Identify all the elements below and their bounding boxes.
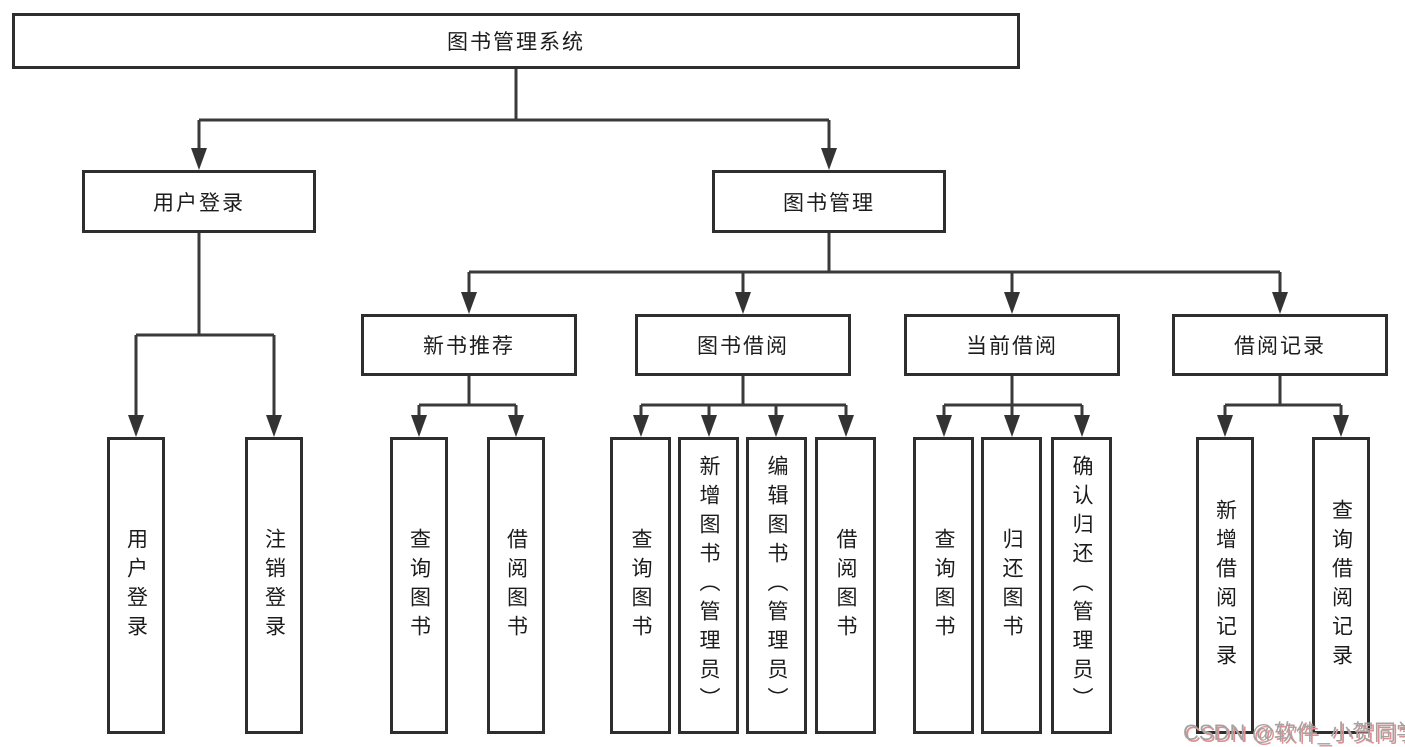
leaf-add-books-admin-label: 新增图书（管理员） [697, 455, 720, 716]
leaf-query-borrow-record: 查询借阅记录 [1312, 437, 1370, 734]
leaf-user-login: 用户登录 [107, 437, 165, 734]
arrow-down-icon [936, 415, 952, 437]
leaf-confirm-return-admin: 确认归还（管理员） [1051, 437, 1112, 734]
leaf-query-books-current-label: 查询图书 [932, 527, 955, 644]
arrow-down-icon [1074, 415, 1090, 437]
arrow-down-icon [633, 415, 649, 437]
arrow-down-icon [461, 292, 477, 314]
node-root-label: 图书管理系统 [447, 31, 585, 54]
arrow-down-icon [735, 292, 751, 314]
arrow-down-icon [701, 415, 717, 437]
leaf-query-books-borrowing-label: 查询图书 [629, 527, 652, 644]
arrow-down-icon [768, 415, 784, 437]
leaf-query-borrow-record-label: 查询借阅记录 [1329, 498, 1353, 673]
leaf-return-books-label: 归还图书 [1000, 527, 1023, 644]
node-borrowing-records-label: 借阅记录 [1234, 335, 1326, 358]
leaf-borrow-books-borrowing-label: 借阅图书 [834, 527, 857, 644]
node-new-book-recommendation-label: 新书推荐 [423, 335, 515, 358]
node-book-management-label: 图书管理 [783, 191, 875, 215]
arrow-down-icon [128, 415, 144, 437]
leaf-confirm-return-admin-label: 确认归还（管理员） [1070, 455, 1093, 716]
node-book-borrowing: 图书借阅 [635, 314, 851, 376]
leaf-user-login-label: 用户登录 [124, 527, 148, 644]
leaf-add-borrow-record: 新增借阅记录 [1196, 437, 1254, 734]
arrow-down-icon [838, 415, 854, 437]
arrow-down-icon [1004, 415, 1020, 437]
leaf-borrow-books-recommend: 借阅图书 [487, 437, 545, 734]
leaf-query-books-recommend: 查询图书 [390, 437, 448, 734]
node-new-book-recommendation: 新书推荐 [361, 314, 577, 376]
node-user-login: 用户登录 [82, 170, 316, 233]
arrow-down-icon [1333, 415, 1349, 437]
arrow-down-icon [266, 415, 282, 437]
node-root: 图书管理系统 [12, 13, 1020, 69]
arrow-down-icon [1272, 292, 1288, 314]
arrow-down-icon [1217, 415, 1233, 437]
arrowhead-icons [128, 148, 1349, 437]
node-borrowing-records: 借阅记录 [1172, 314, 1388, 376]
leaf-borrow-books-borrowing: 借阅图书 [815, 437, 876, 734]
leaf-logout-login-label: 注销登录 [262, 527, 286, 644]
leaf-edit-books-admin-label: 编辑图书（管理员） [765, 455, 788, 716]
node-user-login-label: 用户登录 [153, 191, 245, 215]
leaf-query-books-current: 查询图书 [913, 437, 974, 734]
arrow-down-icon [508, 415, 524, 437]
node-current-borrowing-label: 当前借阅 [966, 335, 1058, 358]
leaf-add-borrow-record-label: 新增借阅记录 [1213, 498, 1237, 673]
arrow-down-icon [821, 148, 837, 170]
node-current-borrowing: 当前借阅 [904, 314, 1120, 376]
node-book-management: 图书管理 [712, 170, 946, 233]
leaf-borrow-books-recommend-label: 借阅图书 [504, 527, 528, 644]
connector-path [134, 69, 1343, 419]
leaf-logout-login: 注销登录 [245, 437, 303, 734]
leaf-add-books-admin: 新增图书（管理员） [678, 437, 739, 734]
leaf-edit-books-admin: 编辑图书（管理员） [746, 437, 807, 734]
csdn-watermark: CSDN @软件_小贺同学 [1183, 720, 1405, 745]
node-book-borrowing-label: 图书借阅 [697, 335, 789, 358]
arrow-down-icon [411, 415, 427, 437]
leaf-query-books-borrowing: 查询图书 [610, 437, 671, 734]
arrow-down-icon [1004, 292, 1020, 314]
leaf-return-books: 归还图书 [981, 437, 1042, 734]
leaf-query-books-recommend-label: 查询图书 [407, 527, 431, 644]
arrow-down-icon [191, 148, 207, 170]
